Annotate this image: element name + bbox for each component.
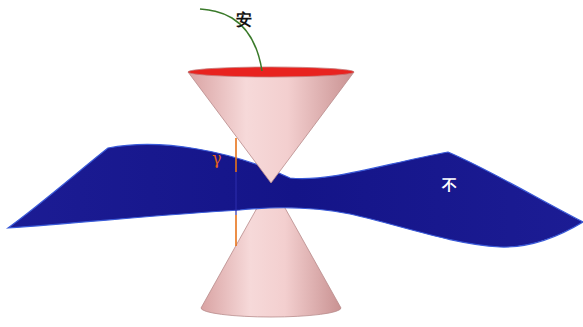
worldline-upper: [235, 138, 237, 172]
worldline-hidden: [235, 172, 236, 215]
worldline-label: γ: [212, 151, 222, 167]
surface-label: 不: [442, 178, 457, 193]
future-cone: [188, 67, 354, 183]
spacelike-surface: [8, 145, 583, 248]
worldline-lower: [235, 215, 237, 246]
curve-label: 安: [236, 12, 252, 28]
future-curve: [200, 9, 262, 71]
